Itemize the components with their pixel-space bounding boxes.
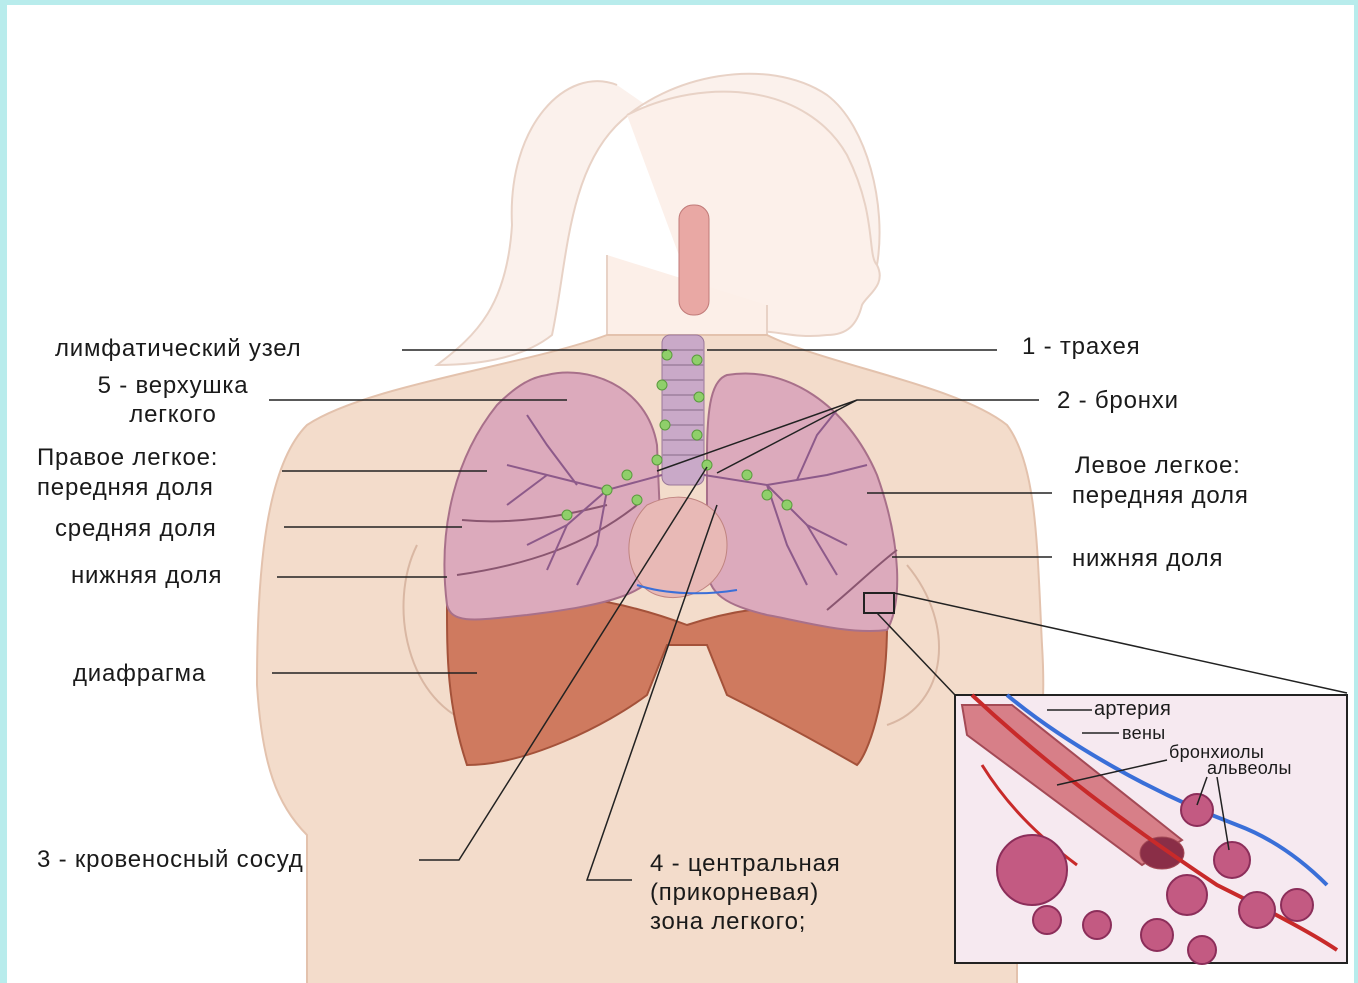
label-middle-lobe: средняя доля [55,514,217,543]
label-trachea: 1 - трахея [1022,332,1140,361]
inset-label-artery: артерия [1094,699,1171,719]
label-apex-line2: легкого [62,400,284,429]
label-left-lung-line1: Левое легкое: [1075,451,1241,480]
label-apex-line1: 5 - верхушка [62,371,284,400]
larynx [679,205,709,315]
label-right-lung-line1: Правое легкое: [37,443,218,472]
label-central-zone-line2: (прикорневая) [650,878,819,907]
label-diaphragm: диафрагма [73,659,206,688]
label-central-zone-line3: зона легкого; [650,907,806,936]
inset-label-veins: вены [1122,723,1165,743]
label-central-zone-line1: 4 - центральная [650,849,841,878]
label-lymph-node: лимфатический узел [55,334,301,363]
label-blood-vessel: 3 - кровеносный сосуд [37,845,304,874]
label-left-lung-line2: передняя доля [1072,481,1249,510]
label-bronchi: 2 - бронхи [1057,386,1179,415]
label-lower-lobe-right: нижняя доля [71,561,222,590]
label-lower-lobe-left: нижняя доля [1072,544,1223,573]
label-right-lung-line2: передняя доля [37,473,214,502]
inset-label-alveoli: альвеолы [1207,758,1292,778]
